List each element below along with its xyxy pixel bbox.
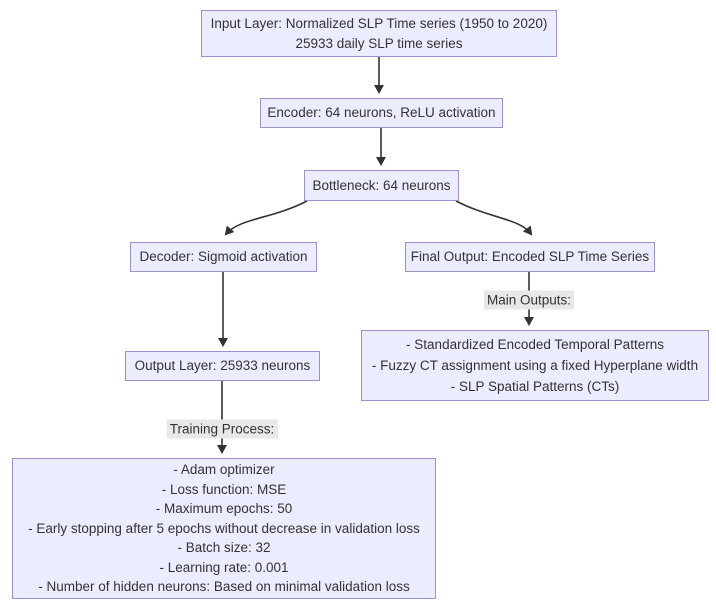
node-final-output: Final Output: Encoded SLP Time Series — [405, 242, 655, 272]
node-input-layer-line1: Input Layer: Normalized SLP Time series … — [210, 15, 548, 31]
training-line6: - Learning rate: 0.001 — [159, 559, 289, 575]
node-output-layer-label: Output Layer: 25933 neurons — [134, 358, 311, 373]
node-input-layer: Input Layer: Normalized SLP Time series … — [201, 10, 557, 57]
main-outputs-line3: - SLP Spatial Patterns (CTs) — [450, 379, 620, 394]
node-bottleneck-label: Bottleneck: 64 neurons — [312, 177, 451, 193]
node-bottleneck: Bottleneck: 64 neurons — [304, 170, 459, 201]
node-encoder: Encoder: 64 neurons, ReLU activation — [260, 98, 503, 128]
training-line5: - Batch size: 32 — [177, 540, 271, 556]
training-line4: - Early stopping after 5 epochs without … — [28, 520, 420, 536]
node-decoder: Decoder: Sigmoid activation — [130, 242, 317, 272]
main-outputs-line1: - Standardized Encoded Temporal Patterns — [406, 337, 664, 352]
edge-bottleneck-to-decoder — [224, 200, 308, 236]
training-line3: - Maximum epochs: 50 — [155, 501, 293, 517]
training-line1: - Adam optimizer — [173, 462, 275, 478]
node-input-layer-line2: 25933 daily SLP time series — [295, 35, 463, 51]
edge-bottleneck-to-final-output — [455, 200, 533, 236]
edge-label-main-outputs: Main Outputs: — [483, 290, 575, 310]
edge-label-training-process: Training Process: — [166, 419, 278, 439]
node-training-process-box: - Adam optimizer - Loss function: MSE - … — [12, 458, 436, 599]
node-main-outputs-box: - Standardized Encoded Temporal Patterns… — [361, 330, 709, 401]
node-encoder-label: Encoder: 64 neurons, ReLU activation — [267, 105, 496, 120]
node-final-output-label: Final Output: Encoded SLP Time Series — [410, 249, 650, 264]
main-outputs-line2: - Fuzzy CT assignment using a fixed Hype… — [371, 358, 699, 373]
node-output-layer: Output Layer: 25933 neurons — [125, 351, 320, 381]
node-decoder-label: Decoder: Sigmoid activation — [139, 249, 308, 264]
training-line2: - Loss function: MSE — [161, 481, 287, 497]
training-line7: - Number of hidden neurons: Based on min… — [38, 579, 410, 595]
